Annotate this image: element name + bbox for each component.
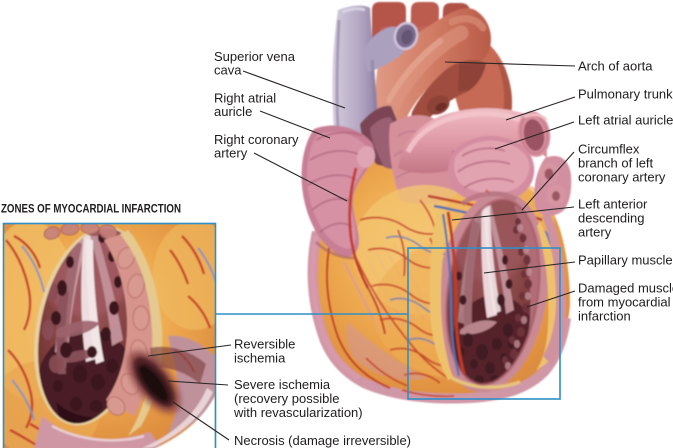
svg-text:Right coronary: Right coronary — [214, 132, 299, 147]
svg-text:ischemia: ischemia — [234, 351, 286, 366]
svg-text:with revascularization): with revascularization) — [233, 405, 363, 420]
svg-text:branch of left: branch of left — [578, 156, 654, 171]
svg-text:Right atrial: Right atrial — [214, 91, 276, 106]
svg-text:Necrosis (damage irreversible): Necrosis (damage irreversible) — [234, 433, 411, 448]
svg-text:cava: cava — [214, 63, 242, 78]
svg-text:Damaged muscle: Damaged muscle — [578, 281, 673, 296]
svg-text:artery: artery — [578, 225, 612, 240]
svg-text:ZONES OF MYOCARDIAL INFARCTION: ZONES OF MYOCARDIAL INFARCTION — [1, 202, 181, 216]
svg-text:auricle: auricle — [214, 104, 252, 119]
svg-text:Left anterior: Left anterior — [578, 197, 648, 212]
svg-text:infarction: infarction — [578, 309, 631, 324]
svg-text:Pulmonary trunk: Pulmonary trunk — [578, 87, 673, 102]
svg-text:Circumflex: Circumflex — [578, 142, 640, 157]
svg-text:Reversible: Reversible — [234, 337, 295, 352]
svg-text:coronary artery: coronary artery — [578, 170, 666, 185]
svg-text:descending: descending — [578, 211, 645, 226]
svg-text:Severe ischemia: Severe ischemia — [234, 377, 331, 392]
svg-text:Papillary muscle: Papillary muscle — [578, 253, 673, 268]
svg-text:artery: artery — [214, 146, 248, 161]
svg-text:Superior vena: Superior vena — [214, 49, 296, 64]
svg-text:Left atrial auricle: Left atrial auricle — [578, 113, 673, 128]
svg-text:Arch of aorta: Arch of aorta — [578, 59, 653, 74]
svg-text:from myocardial: from myocardial — [578, 295, 671, 310]
svg-text:(recovery possible: (recovery possible — [234, 391, 340, 406]
